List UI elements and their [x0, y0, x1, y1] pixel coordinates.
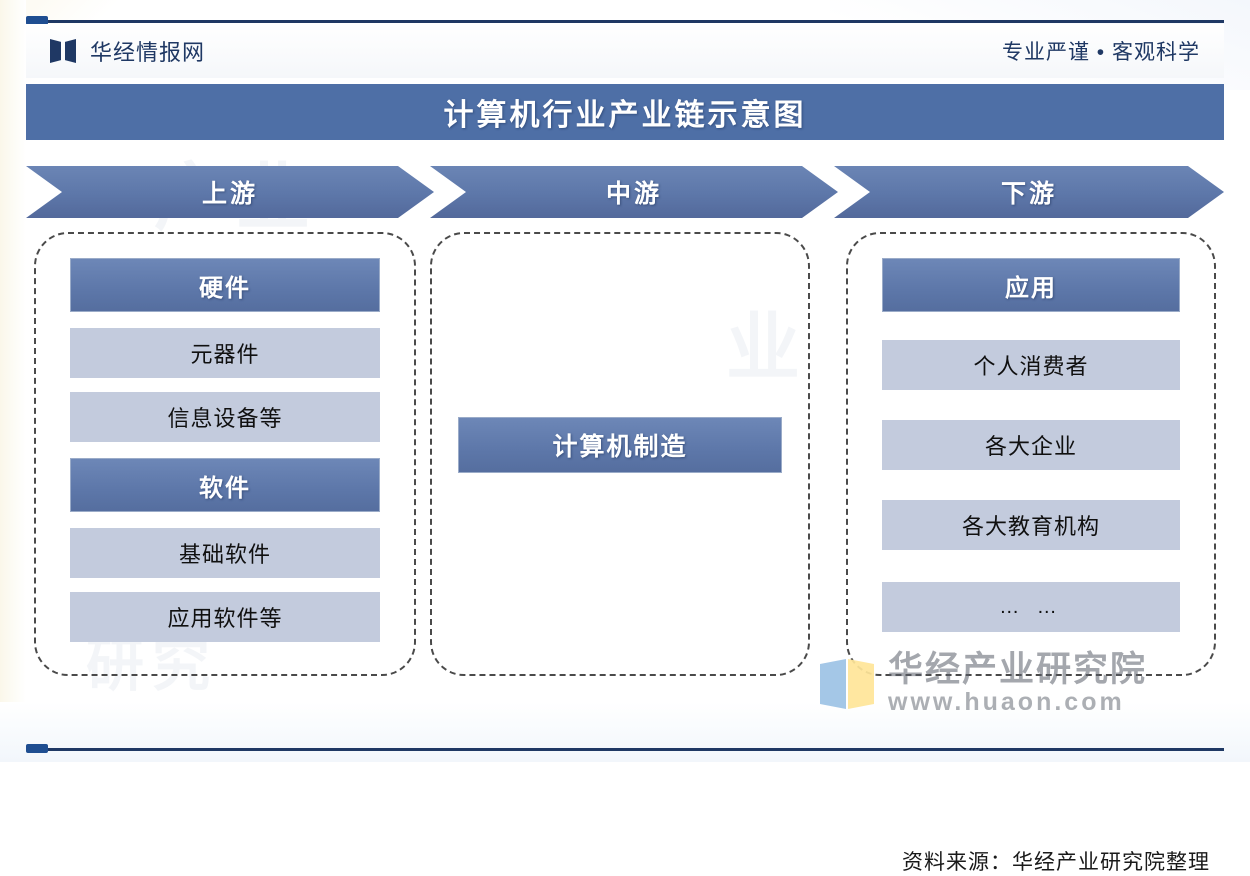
open-book-icon-left-page	[50, 39, 61, 63]
source-note: 资料来源：华经产业研究院整理	[902, 851, 1210, 874]
column-downstream-inner: 应用 个人消费者 各大企业 各大教育机构 … …	[848, 234, 1214, 674]
column-midstream-inner: 计算机制造	[432, 234, 808, 674]
brand-left-group: 华经情报网	[50, 35, 205, 67]
stage-arrow-label: 中游	[605, 180, 662, 208]
node-application-software[interactable]: 应用软件等	[70, 592, 380, 642]
node-ellipsis[interactable]: … …	[882, 582, 1180, 632]
stage-arrow-label: 下游	[1000, 180, 1057, 208]
column-upstream: 硬件 元器件 信息设备等 软件 基础软件 应用软件等	[34, 232, 416, 676]
brand-slogan: 专业严谨 • 客观科学	[1001, 41, 1200, 64]
chart-title-band: 计算机行业产业链示意图	[26, 84, 1224, 140]
top-divider-tab	[26, 16, 48, 25]
node-large-enterprises[interactable]: 各大企业	[882, 420, 1180, 470]
node-computer-manufacturing[interactable]: 计算机制造	[458, 417, 782, 473]
column-upstream-inner: 硬件 元器件 信息设备等 软件 基础软件 应用软件等	[36, 234, 414, 674]
column-downstream: 应用 个人消费者 各大企业 各大教育机构 … …	[846, 232, 1216, 676]
group-header-software[interactable]: 软件	[70, 458, 380, 512]
page-left-tint	[0, 0, 26, 762]
group-header-application[interactable]: 应用	[882, 258, 1180, 312]
background-watermark-text: 研究	[86, 633, 219, 698]
node-components[interactable]: 元器件	[70, 328, 380, 378]
page-title: 计算机行业产业链示意图	[443, 99, 807, 132]
brand-header: 华经情报网 专业严谨 • 客观科学	[26, 24, 1224, 78]
page-bottom-tint	[0, 702, 1250, 762]
stage-arrow-downstream[interactable]: 下游	[834, 166, 1224, 218]
node-educational-institutions[interactable]: 各大教育机构	[882, 500, 1180, 550]
top-divider	[26, 20, 1224, 23]
brand-name: 华经情报网	[90, 40, 206, 65]
stage-arrow-upstream[interactable]: 上游	[26, 166, 434, 218]
column-midstream: 计算机制造	[430, 232, 810, 676]
node-individual-consumers[interactable]: 个人消费者	[882, 340, 1180, 390]
node-information-equipment[interactable]: 信息设备等	[70, 392, 380, 442]
bottom-divider	[26, 748, 1224, 751]
diagram-stage: 产业 业 研究 上游 中游 下游 硬件 元器件 信息设备等 软件 基础软件 应用…	[26, 148, 1224, 874]
stage-arrow-midstream[interactable]: 中游	[430, 166, 838, 218]
node-basic-software[interactable]: 基础软件	[70, 528, 380, 578]
open-book-icon	[50, 39, 76, 63]
stage-arrow-label: 上游	[201, 180, 258, 208]
open-book-icon-right-page	[65, 39, 76, 63]
bottom-divider-tab	[26, 744, 48, 753]
background-watermark-text: 业	[726, 306, 808, 389]
group-header-hardware[interactable]: 硬件	[70, 258, 380, 312]
stage-arrow-row: 上游 中游 下游	[26, 166, 1224, 218]
